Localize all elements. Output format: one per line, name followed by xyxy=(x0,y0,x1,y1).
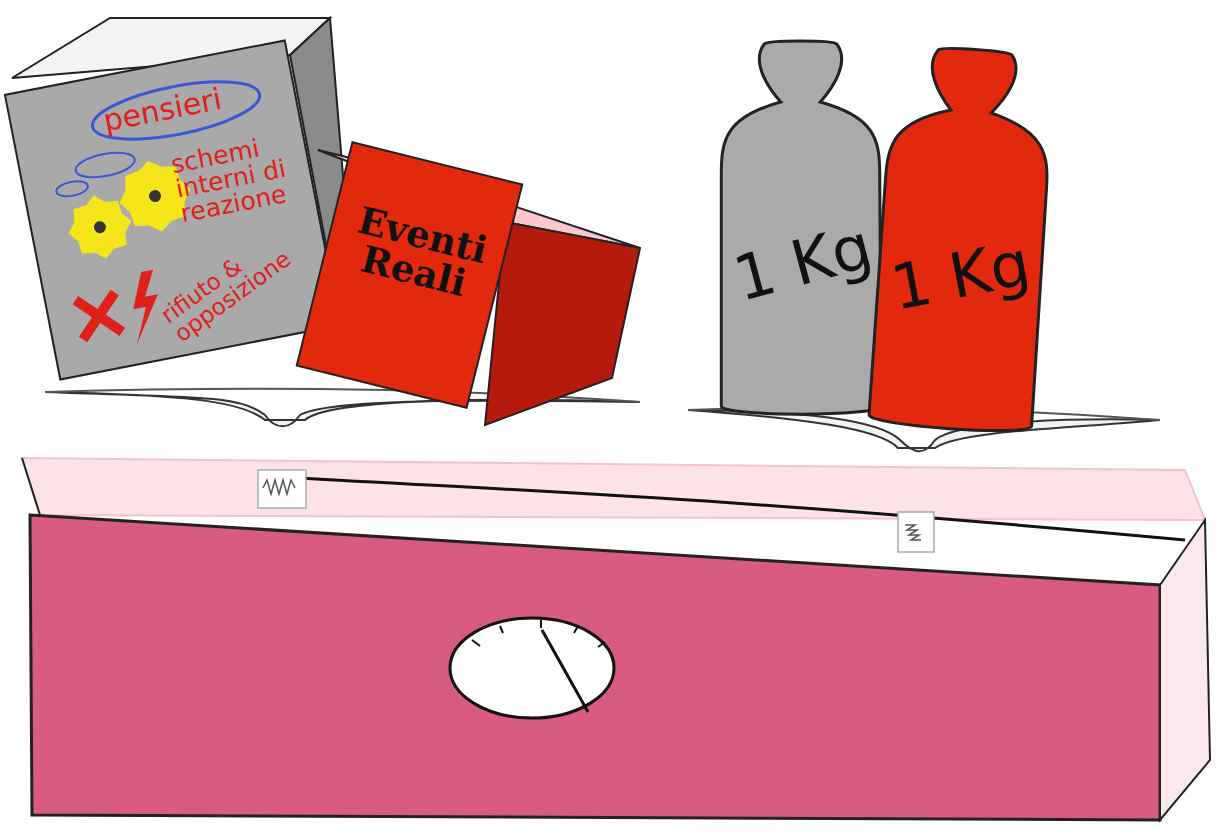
cube-front xyxy=(297,142,522,408)
gear-axle xyxy=(148,189,162,203)
scale-side xyxy=(1160,520,1210,820)
book-front xyxy=(5,40,340,379)
red-weight: 1 Kg xyxy=(865,45,1059,438)
dial-ticks xyxy=(472,620,605,647)
weight-body xyxy=(868,44,1057,435)
spring-housing xyxy=(258,470,306,508)
cross-symbol xyxy=(75,293,122,340)
cube-side xyxy=(485,222,640,425)
thoughts-book: pensierischemi interni di reazionerifiut… xyxy=(5,40,340,379)
gear-axle xyxy=(93,220,107,234)
scale-edge xyxy=(22,458,40,515)
thought-bubble xyxy=(55,179,89,199)
grey-weight: 1 Kg xyxy=(718,42,883,417)
spring xyxy=(263,480,295,494)
spring-housing xyxy=(898,512,934,552)
scale-front xyxy=(30,515,1160,820)
dial-needle xyxy=(542,630,588,712)
dial xyxy=(450,618,614,718)
scale-top xyxy=(22,458,1205,520)
spring xyxy=(905,525,921,540)
scale-slot xyxy=(300,478,1185,540)
